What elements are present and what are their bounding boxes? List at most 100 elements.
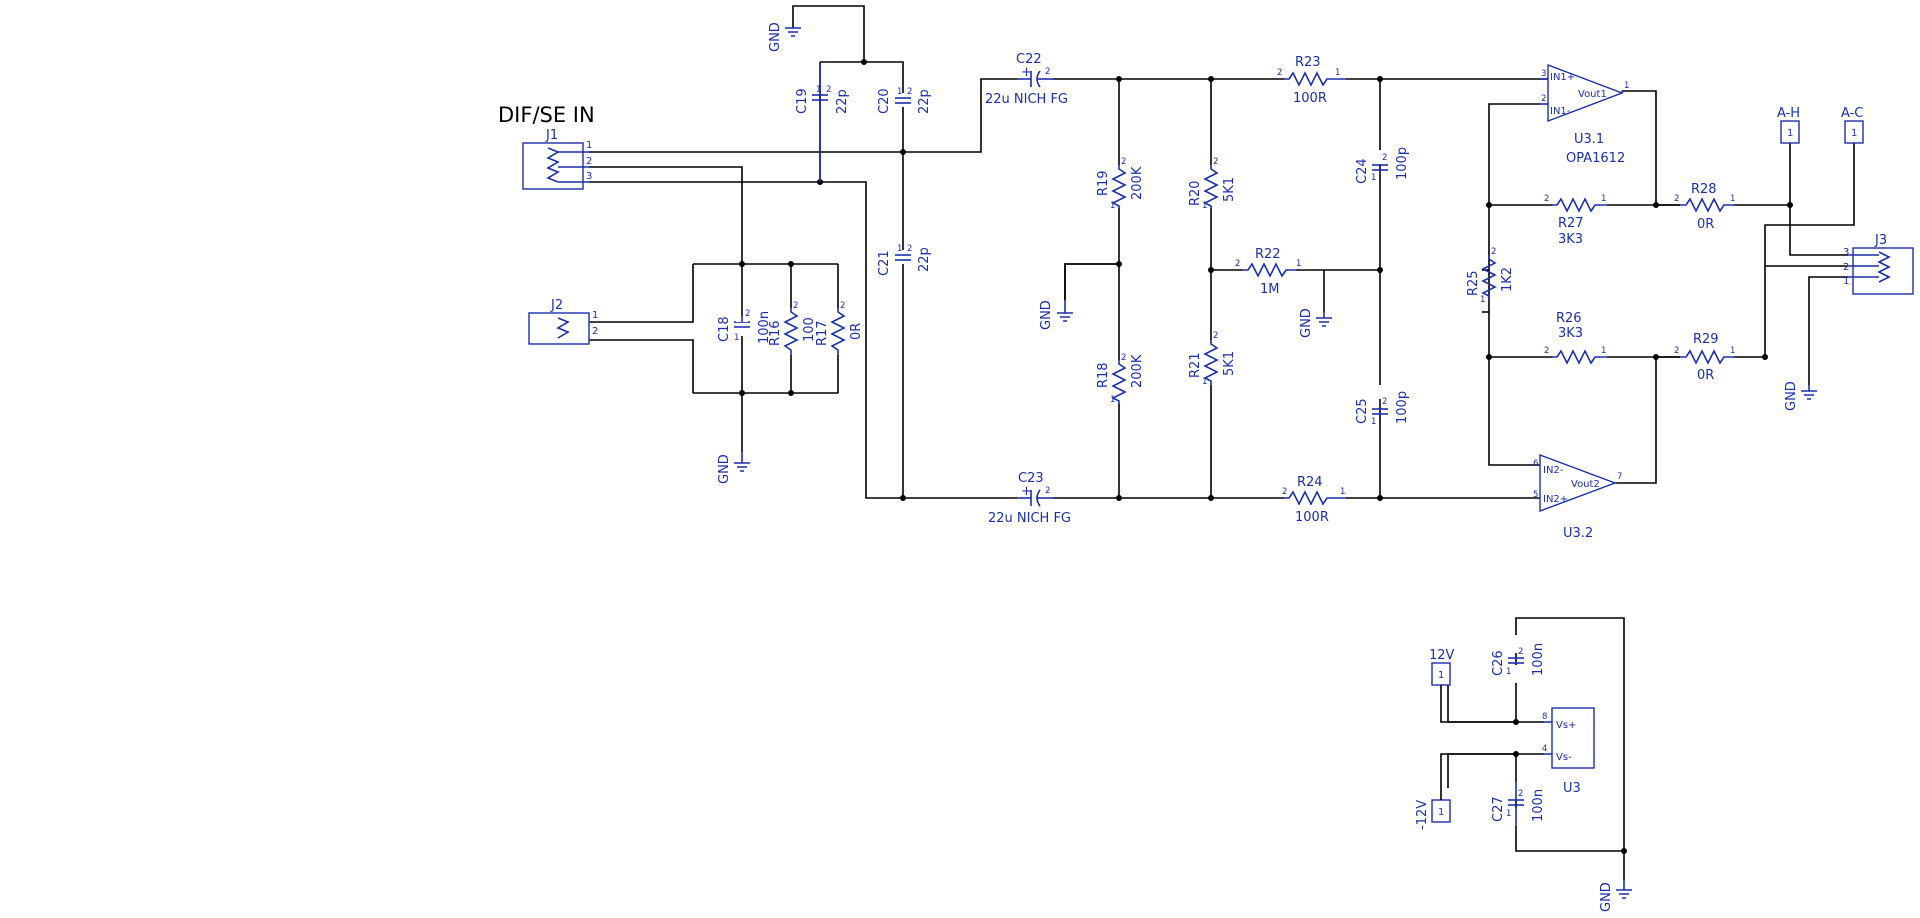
wire bbox=[1764, 143, 1855, 357]
pin-number: 1 bbox=[586, 140, 592, 151]
junction-dot bbox=[900, 149, 906, 155]
cap-ref: C20 bbox=[877, 88, 892, 114]
cap-value: 22p bbox=[917, 247, 932, 272]
power-ic-u3: Vs+ Vs- 8 4 U3 bbox=[1542, 707, 1595, 796]
pin-number: 8 bbox=[1542, 712, 1547, 722]
resistor-value: 1M bbox=[1260, 282, 1280, 297]
cap-value: 22u NICH FG bbox=[988, 511, 1071, 526]
cap-value: 22p bbox=[917, 89, 932, 114]
cap-value: 100p bbox=[1395, 391, 1410, 424]
wire bbox=[1064, 263, 1119, 300]
pin-number: 1 bbox=[1730, 194, 1735, 204]
pin-number: 1 bbox=[1202, 201, 1207, 211]
resistor-value: 100R bbox=[1295, 510, 1329, 525]
resistor-ref: R21 bbox=[1188, 352, 1203, 378]
wire bbox=[1515, 617, 1625, 851]
pin-number: 1 bbox=[816, 85, 821, 95]
resistor-r26: R26 3K3 2 1 bbox=[1544, 311, 1607, 365]
junction-dot bbox=[1486, 354, 1492, 360]
pin-number: 1 bbox=[1371, 417, 1376, 427]
pin-number: 2 bbox=[1518, 789, 1523, 799]
junction-dot bbox=[1787, 202, 1793, 208]
connector-j3: J3 3 2 1 bbox=[1843, 233, 1914, 295]
pin-number: 7 bbox=[1617, 472, 1622, 482]
cap-value: 100p bbox=[1395, 147, 1410, 180]
pin-number: 5 bbox=[1533, 490, 1538, 500]
resistor-r20: R20 5K1 1 2 bbox=[1188, 157, 1237, 211]
pin-number: 1 bbox=[1480, 295, 1485, 305]
pin-number: 2 bbox=[1382, 153, 1387, 163]
opamp-part: OPA1612 bbox=[1566, 151, 1625, 166]
gnd-label: GND bbox=[717, 454, 732, 484]
resistor-value: 0R bbox=[849, 323, 864, 340]
resistor-value: 1K2 bbox=[1500, 267, 1515, 292]
opamp-ref: U3.2 bbox=[1563, 526, 1593, 541]
junction-dot bbox=[788, 261, 794, 267]
pin-number: 2 bbox=[1045, 486, 1050, 496]
cap-ref: C23 bbox=[1018, 471, 1044, 486]
wire bbox=[1515, 826, 1625, 880]
junction-dot bbox=[1116, 76, 1122, 82]
resistor-r29: R29 0R 2 1 bbox=[1674, 332, 1735, 383]
resistor-value: 200K bbox=[1130, 354, 1145, 388]
pin-number: 1 bbox=[1110, 201, 1115, 211]
opamp-u31: IN1+ IN1- Vout1 3 2 1 U3.1 OPA1612 bbox=[1540, 63, 1629, 166]
cap-ref: C22 bbox=[1016, 52, 1042, 67]
pin-number: 2 bbox=[1544, 194, 1549, 204]
opamp-pin-label: IN2- bbox=[1543, 465, 1564, 476]
wire bbox=[589, 339, 694, 393]
junction-dot bbox=[1762, 354, 1768, 360]
wires bbox=[589, 5, 1855, 880]
cap-ref: C19 bbox=[795, 88, 810, 114]
resistor-r25: R25 1K2 1 2 bbox=[1466, 247, 1515, 305]
opamp-triangle-icon bbox=[1547, 63, 1624, 123]
resistor-ref: R24 bbox=[1297, 475, 1323, 490]
testpoint-ref: -12V bbox=[1415, 800, 1430, 830]
pin-number: 1 bbox=[1335, 68, 1340, 78]
gnd-label: GND bbox=[1599, 882, 1614, 912]
junctions bbox=[739, 59, 1793, 854]
connector-contact-icon bbox=[556, 317, 570, 339]
capacitor-c25: C25 100p 1 2 bbox=[1355, 391, 1410, 427]
resistor-ref: R17 bbox=[815, 320, 830, 346]
opamp-pin-label: IN1- bbox=[1550, 106, 1571, 117]
polarity-plus-icon: + bbox=[1021, 65, 1032, 80]
pin-number: 1 bbox=[1601, 194, 1606, 204]
resistor-r19: R19 200K 1 2 bbox=[1096, 157, 1145, 211]
cap-value: 100n bbox=[757, 311, 772, 344]
polarity-plus-icon: + bbox=[1021, 484, 1032, 499]
capacitor-c24: C24 100p 1 2 bbox=[1355, 147, 1410, 184]
wire bbox=[1622, 90, 1657, 205]
resistor-ref: R18 bbox=[1096, 362, 1111, 388]
junction-dot bbox=[1621, 848, 1627, 854]
resistor-r17: R17 0R 2 bbox=[815, 301, 864, 355]
opamp-pin-label: Vout2 bbox=[1571, 479, 1600, 490]
connector-ref: J1 bbox=[545, 128, 558, 143]
wire bbox=[589, 166, 743, 262]
power-pin-label: Vs- bbox=[1556, 752, 1572, 763]
testpoint-minus-12v: 1 -12V bbox=[1415, 753, 1516, 830]
wire bbox=[589, 181, 1017, 499]
connector-ref: J3 bbox=[1874, 233, 1887, 248]
pin-number: 2 bbox=[1674, 194, 1679, 204]
pin-number: 1 bbox=[1730, 346, 1735, 356]
pin-number: 1 bbox=[1506, 809, 1511, 819]
wire bbox=[1615, 357, 1657, 484]
wire bbox=[589, 264, 694, 323]
gnd-label: GND bbox=[768, 22, 783, 52]
testpoint-ah: 1 A-H bbox=[1777, 106, 1800, 144]
gnd-label: GND bbox=[1039, 300, 1054, 330]
connector-j1: J1 1 2 3 bbox=[522, 128, 592, 190]
gnd-label: GND bbox=[1784, 381, 1799, 411]
schematic-title: DIF/SE IN bbox=[498, 103, 595, 127]
pin-number: 1 bbox=[1601, 346, 1606, 356]
junction-dot bbox=[861, 59, 867, 65]
pin-number: 1 bbox=[1340, 487, 1345, 497]
pin-number: 2 bbox=[1235, 259, 1240, 269]
opamp-u32: IN2- IN2+ Vout2 6 5 7 U3.2 bbox=[1533, 453, 1622, 541]
pin-number: 1 bbox=[1438, 807, 1444, 818]
gnd-symbol: GND bbox=[1039, 263, 1119, 330]
opamp-pin-label: IN2+ bbox=[1543, 494, 1568, 505]
resistor-value: 3K3 bbox=[1558, 232, 1583, 247]
resistor-value: 3K3 bbox=[1558, 326, 1583, 341]
